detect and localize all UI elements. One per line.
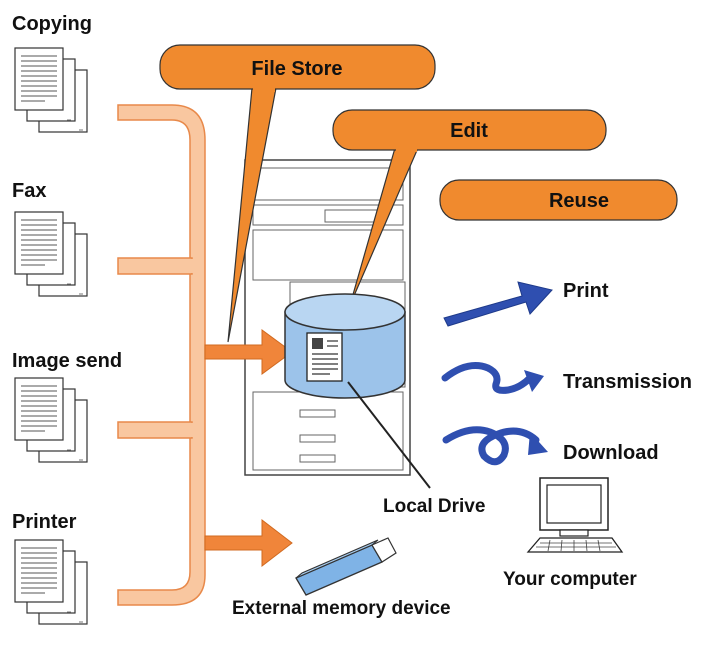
- transmission-arrow-icon: [441, 362, 544, 394]
- transmission-label: Transmission: [563, 371, 692, 393]
- source-printer: Printer: [12, 511, 88, 625]
- document-stack-icon: [14, 211, 88, 297]
- download-arrow-icon: [442, 426, 548, 466]
- arrow-to-external-memory: [204, 518, 293, 568]
- bubble-reuse-label: Reuse: [549, 190, 609, 212]
- source-fax: Fax: [12, 180, 88, 297]
- document-stack-icon: [14, 539, 88, 625]
- source-copying: Copying: [12, 13, 92, 133]
- local-drive-leader-line: [347, 381, 431, 489]
- document-stack-icon: [14, 47, 88, 133]
- source-label-copying: Copying: [12, 13, 92, 35]
- document-stack-icon: [14, 377, 88, 463]
- external-memory-label: External memory device: [232, 598, 451, 619]
- source-image-send: Image send: [12, 350, 122, 463]
- local-drive-icon: [284, 293, 406, 399]
- bubble-file-store-label: File Store: [251, 58, 342, 80]
- source-label-fax: Fax: [12, 180, 46, 202]
- computer-icon: [526, 477, 624, 553]
- arrow-to-local-drive: [204, 329, 293, 375]
- data-flow-pipe: [117, 104, 206, 606]
- print-label: Print: [563, 280, 609, 302]
- bubble-edit-label: Edit: [450, 120, 488, 142]
- bubble-edit: Edit: [332, 109, 607, 306]
- bubble-reuse: Reuse: [439, 179, 678, 221]
- source-label-image-send: Image send: [12, 350, 122, 372]
- bubble-file-store: File Store: [159, 44, 436, 343]
- download-label: Download: [563, 442, 659, 464]
- print-arrow-icon: [443, 281, 553, 327]
- usb-memory-icon: [295, 537, 397, 596]
- local-drive-label: Local Drive: [383, 496, 485, 517]
- your-computer-label: Your computer: [503, 569, 637, 590]
- source-label-printer: Printer: [12, 511, 77, 533]
